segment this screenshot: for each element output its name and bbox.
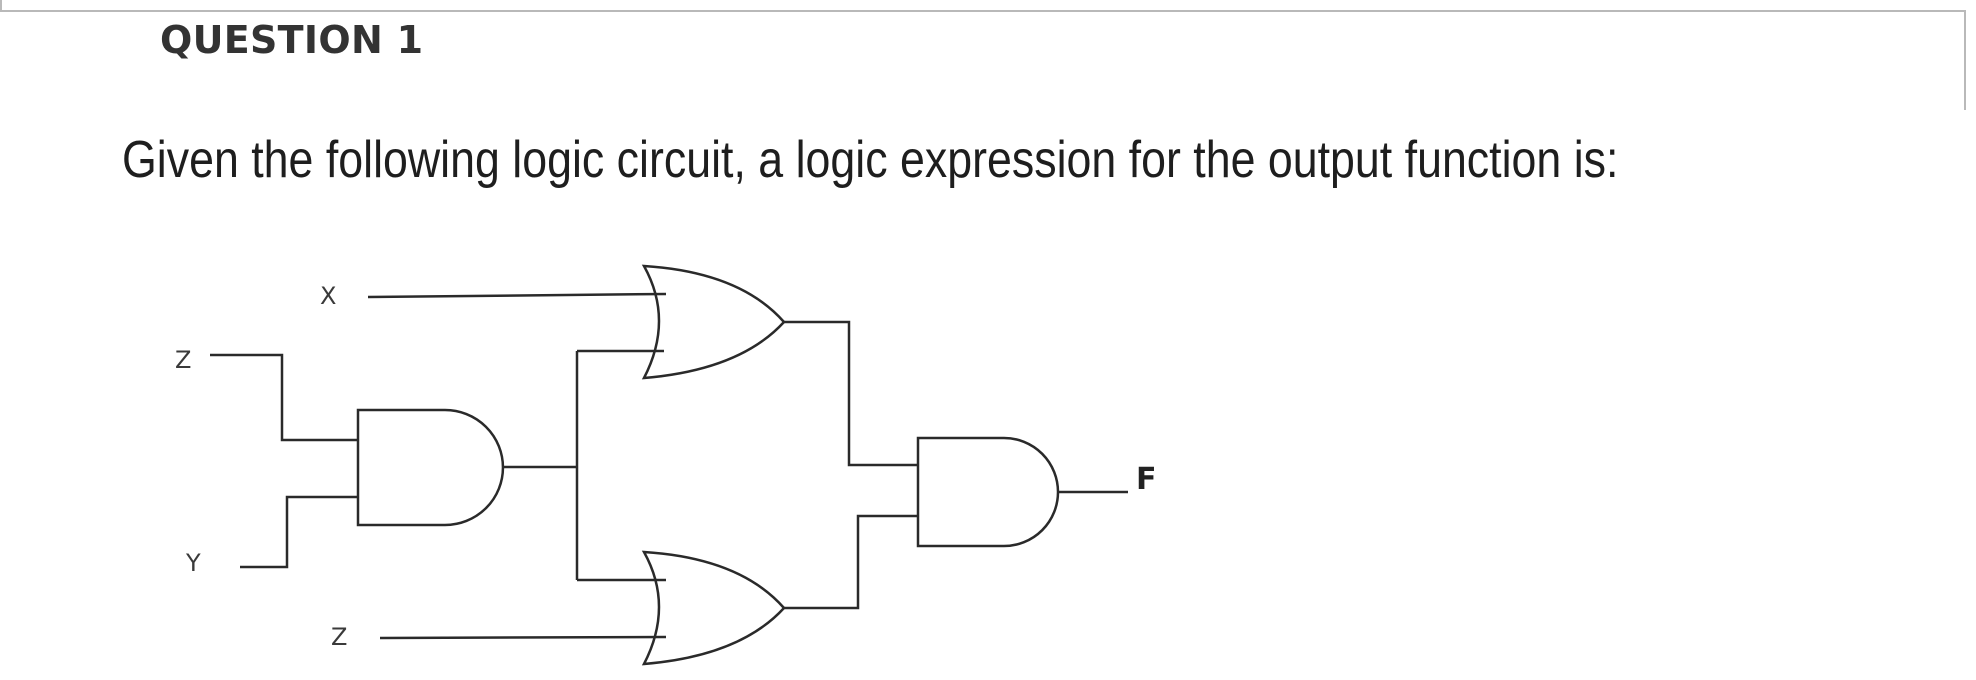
wire-z-bottom: [379, 635, 667, 640]
and-gate-1: [356, 408, 505, 527]
input-label-z-top: Z: [175, 346, 191, 374]
wire-or1-out: [784, 320, 918, 467]
input-label-z-bottom: Z: [331, 623, 347, 651]
output-label-f: F: [1136, 462, 1157, 497]
question-title: QUESTION 1: [160, 18, 424, 62]
input-label-y: Y: [185, 549, 201, 577]
and-gate-2: [916, 436, 1060, 548]
wire-x: [367, 292, 667, 299]
or-gate-2: [641, 550, 786, 666]
wire-z-top: [210, 353, 358, 442]
question-prompt: Given the following logic circuit, a log…: [122, 131, 1619, 189]
question-frame-edge: [1964, 12, 1966, 110]
wire-y: [240, 495, 358, 569]
or-gate-1: [641, 264, 786, 380]
input-label-x: X: [320, 282, 336, 310]
question-frame: [0, 0, 1966, 12]
wire-or2-out: [784, 514, 918, 610]
